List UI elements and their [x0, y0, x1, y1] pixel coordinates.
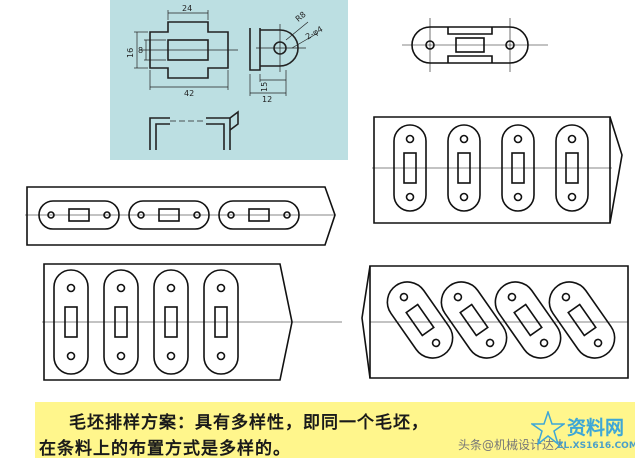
diagonal-strip-layout [360, 258, 630, 383]
dim-top-label: 24 [182, 4, 192, 13]
dim-bottom-label: 42 [184, 89, 194, 98]
dim-left-inner-label: 8 [138, 46, 143, 55]
caption-box: 毛坯排样方案：具有多样性，即同一个毛坯， 在条料上的布置方式是多样的。 [35, 402, 635, 459]
site-watermark: 资料网 ZL.XS1616.COM [531, 405, 635, 455]
caption-line-2: 在条料上的布置方式是多样的。 [39, 439, 291, 459]
dim-radius-label: R8 [294, 10, 308, 24]
dim-left-outer-label: 16 [126, 48, 135, 58]
part-drawing: 24 16 8 42 R8 2-φ4 15 12 [110, 0, 348, 160]
dim-side-label: 12 [262, 95, 272, 104]
caption-line-1: 毛坯排样方案：具有多样性，即同一个毛坯， [69, 413, 429, 433]
star-logo-icon [531, 411, 565, 445]
single-blank-layout [400, 10, 550, 80]
dim-bend-label: 15 [260, 82, 269, 92]
narrow-strip-layout [42, 262, 347, 382]
watermark-name: 资料网 [567, 417, 625, 439]
vertical-strip-layout [372, 115, 630, 225]
horizontal-strip-layout [25, 183, 337, 248]
dim-hole-label: 2-φ4 [304, 24, 324, 41]
watermark-url: ZL.XS1616.COM [557, 441, 635, 451]
